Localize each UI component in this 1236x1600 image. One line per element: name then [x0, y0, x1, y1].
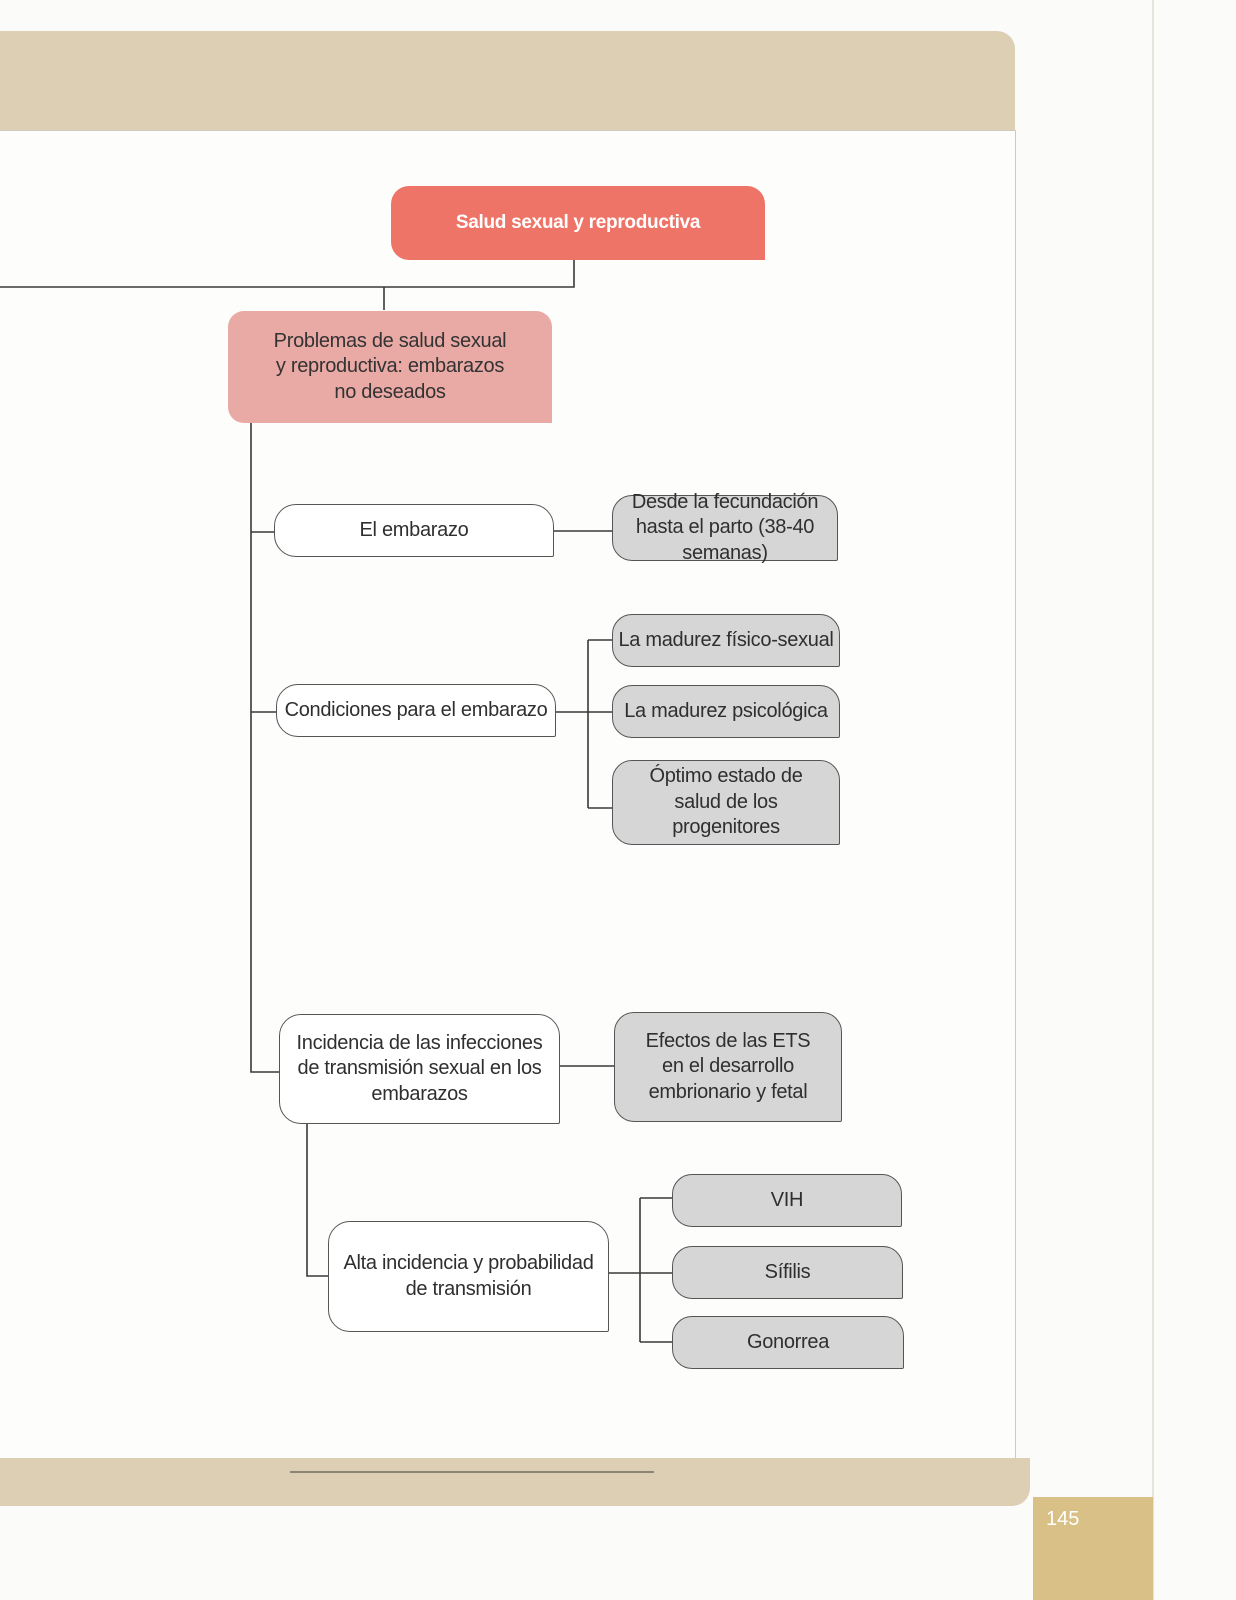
category-node-incidencia: Incidencia de las infecciones de transmi… [279, 1014, 560, 1124]
leaf-label: Efectos de las ETS en el desarrollo embr… [645, 1029, 811, 1103]
leaf-label: Sífilis [764, 1260, 811, 1283]
footer-rule [290, 1471, 654, 1473]
connector-incidencia-alta [306, 1122, 328, 1277]
leaf-node-efectos-ets: Efectos de las ETS en el desarrollo embr… [614, 1012, 842, 1122]
page-number: 145 [1046, 1508, 1080, 1530]
root-node-label: Salud sexual y reproductiva [455, 211, 701, 233]
leaf-label: Gonorrea [746, 1330, 830, 1353]
leaf-node-optimo-estado: Óptimo estado de salud de los progenitor… [612, 760, 840, 845]
category-label: El embarazo [359, 518, 469, 541]
connector-condiciones-leaves [555, 639, 612, 809]
category-node-embarazo: El embarazo [274, 504, 554, 557]
leaf-node-gonorrea: Gonorrea [672, 1316, 904, 1369]
leaf-label: Desde la fecundación hasta el parto (38-… [631, 490, 819, 564]
root-node: Salud sexual y reproductiva [391, 186, 765, 260]
leaf-label: VIH [770, 1188, 804, 1211]
leaf-label: La madurez psicológica [624, 699, 828, 722]
leaf-label: Óptimo estado de salud de los progenitor… [649, 765, 803, 839]
top-header-band [0, 31, 1015, 138]
category-label: Incidencia de las infecciones de transmi… [296, 1031, 543, 1105]
page-edge-line [1152, 0, 1154, 1600]
leaf-label: La madurez físico-sexual [618, 628, 834, 651]
leaf-node-fecundacion: Desde la fecundación hasta el parto (38-… [612, 491, 838, 564]
connector-topic-trunk [250, 420, 280, 1073]
leaf-node-vih: VIH [672, 1174, 902, 1227]
category-node-condiciones: Condiciones para el embarazo [276, 684, 556, 737]
topic-node-label: Problemas de salud sexual y reproductiva… [273, 329, 507, 403]
leaf-node-madurez-psicologica: La madurez psicológica [612, 685, 840, 738]
page-number-tab [1033, 1497, 1153, 1600]
category-label: Condiciones para el embarazo [284, 698, 548, 721]
connector-alta-leaves [607, 1197, 672, 1343]
connector-root-topic [0, 252, 575, 310]
bottom-footer-band [0, 1458, 1030, 1506]
category-node-alta-incidencia: Alta incidencia y probabilidad de transm… [328, 1221, 609, 1332]
leaf-node-madurez-fisico-sexual: La madurez físico-sexual [612, 614, 840, 667]
leaf-node-sifilis: Sífilis [672, 1246, 903, 1299]
category-label: Alta incidencia y probabilidad de transm… [343, 1252, 594, 1300]
topic-node: Problemas de salud sexual y reproductiva… [228, 311, 552, 423]
